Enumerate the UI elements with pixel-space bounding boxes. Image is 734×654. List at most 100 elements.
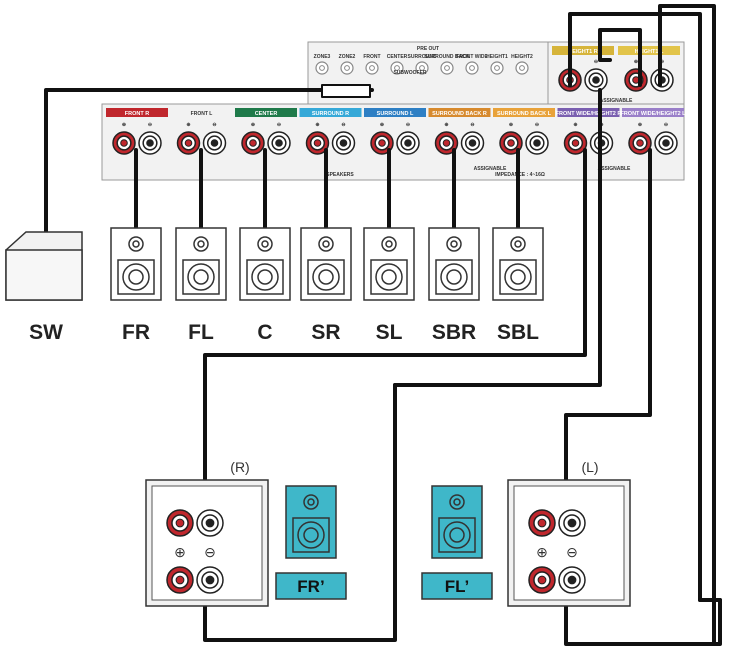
cable-heightr-lower	[598, 28, 642, 87]
subwoofer-jack-label: SUBWOOFER	[393, 70, 426, 76]
channel-plus-0: ⊕	[122, 122, 126, 128]
channel-plus-6: ⊕	[509, 122, 513, 128]
channel-pos-terminal-5-core	[442, 139, 451, 147]
channel-plus-2: ⊕	[251, 122, 255, 128]
assignable-label-lower: ASSIGNABLE	[474, 166, 507, 172]
biamp-right-upper-neg-terminal	[196, 509, 224, 537]
frprime-woofer-frame	[292, 517, 330, 553]
speaker-woofer-frame-FL	[182, 259, 220, 295]
pre-out-jack-core-4	[419, 65, 425, 71]
channel-neg-terminal-1-core	[210, 139, 219, 147]
subwoofer-cable	[44, 88, 374, 234]
speaker-SBL	[492, 227, 544, 301]
channel-pos-terminal-0-core	[120, 139, 128, 147]
channel-pos-terminal-1	[176, 131, 201, 155]
flprime-woofer-inner	[449, 527, 465, 543]
channel-pos-terminal-3	[305, 131, 330, 155]
speaker-label-SL: SL	[376, 321, 403, 344]
speaker-SR	[300, 227, 352, 301]
channel-label-7: FRONT WIDE/HEIGHT2 R	[556, 111, 622, 117]
speakers-label: SPEAKERS	[326, 172, 354, 178]
rca-plug	[321, 84, 371, 98]
assignable-label-height: ASSIGNABLE	[600, 98, 633, 104]
channel-pos-terminal-6	[499, 131, 523, 155]
channel-plus-8: ⊕	[638, 122, 642, 128]
channel-plus-3: ⊕	[315, 122, 319, 128]
channel-label-6: SURROUND BACK L	[497, 111, 552, 117]
cable-fwr-frprime	[203, 148, 587, 522]
speaker-label-SW: SW	[29, 321, 63, 344]
speaker-woofer-inner-C	[257, 269, 273, 285]
channel-header-3	[299, 108, 362, 117]
channel-pos-terminal-4-core	[378, 139, 386, 147]
speaker-woofer-frame-SL	[370, 259, 408, 295]
speaker-tweeter-SBR	[446, 236, 462, 252]
speaker-woofer-inner-FL	[193, 269, 209, 285]
channel-plus-5: ⊕	[444, 122, 448, 128]
channel-pos-terminal-2-core	[249, 139, 257, 147]
speaker-SBR	[428, 227, 480, 301]
channel-label-0: FRONT R	[125, 111, 149, 117]
height-label-0: HEIGHT1 R	[568, 49, 597, 55]
speaker-tweeter-C	[257, 236, 273, 252]
flprime-tweeter	[449, 494, 465, 510]
flprime-woofer	[443, 521, 471, 549]
channel-pos-terminal-2	[241, 131, 265, 155]
speaker-FR	[110, 227, 162, 301]
channel-label-4: SURROUND L	[377, 111, 414, 117]
channel-minus-8: ⊖	[664, 122, 668, 128]
flprime-woofer-frame	[438, 517, 476, 553]
biamp-right-lower-pos-terminal-core	[175, 575, 185, 585]
height-header-0	[552, 46, 614, 55]
channel-pos-terminal-4	[370, 131, 394, 155]
channel-neg-terminal-5	[460, 131, 485, 155]
channel-pos-terminal-1-core	[184, 139, 193, 147]
speaker-tweeter-inner-SBR	[450, 240, 458, 248]
speaker-tweeter-SL	[381, 236, 397, 252]
pre-out-label-4: SURROUND	[408, 54, 437, 60]
speaker-woofer-frame-SBR	[435, 259, 473, 295]
channel-pos-terminal-8	[628, 131, 652, 155]
biamp-left-lower-neg-terminal-core	[567, 575, 577, 585]
channel-pos-terminal-7	[563, 131, 588, 155]
speaker-woofer-frame-SR	[307, 259, 345, 295]
biamp-left-lower-pos-terminal	[528, 566, 556, 594]
speaker-label-SBR: SBR	[432, 321, 476, 344]
biamp-left-lower-neg-terminal	[558, 566, 586, 594]
speaker-woofer-frame-C	[246, 259, 284, 295]
channel-terminals: FRONT R⊕⊖FRONT L⊕⊖CENTER⊕⊖SURROUND R⊕⊖SU…	[106, 108, 686, 155]
biamp-right-side-label: (R)	[230, 459, 249, 475]
channel-header-4	[364, 108, 426, 117]
channel-minus-4: ⊖	[406, 122, 410, 128]
speaker-woofer-SL	[375, 263, 403, 291]
cable-biamp-r-lower	[203, 383, 397, 642]
biamp-right-lower-neg-terminal	[196, 566, 224, 594]
channel-header-7	[557, 108, 620, 117]
pre-out-jack-core-1	[344, 65, 350, 71]
frprime-label: FR’	[297, 577, 324, 596]
flprime-label: FL’	[445, 577, 470, 596]
speaker-FL	[175, 227, 227, 301]
biamp-left-lower-pos-terminal-core	[537, 575, 547, 585]
pre-out-jack-core-8	[519, 65, 525, 71]
frprime-woofer-inner	[303, 527, 319, 543]
channel-neg-terminal-8	[654, 131, 678, 155]
speaker-C	[239, 227, 291, 301]
channel-neg-terminal-4	[396, 131, 420, 155]
biamp-left-group: FL’ (L) ⊕⊖	[421, 459, 631, 607]
channel-label-3: SURROUND R	[312, 111, 349, 117]
cable-heightl-flprime	[658, 4, 716, 646]
channel-pos-terminal-8-core	[636, 139, 644, 147]
speaker-woofer-SBL	[504, 263, 532, 291]
channel-neg-terminal-2-core	[275, 139, 283, 147]
speaker-tweeter-FL	[193, 236, 209, 252]
speaker-label-FL: FL	[188, 321, 214, 344]
biamp-left-side-label: (L)	[581, 459, 598, 475]
speaker-tweeter-SR	[318, 236, 334, 252]
pre-out-label-1: ZONE2	[339, 54, 356, 60]
frprime-woofer	[297, 521, 325, 549]
biamp-right-upper-pos-terminal	[166, 509, 194, 537]
channel-header-6	[493, 108, 555, 117]
